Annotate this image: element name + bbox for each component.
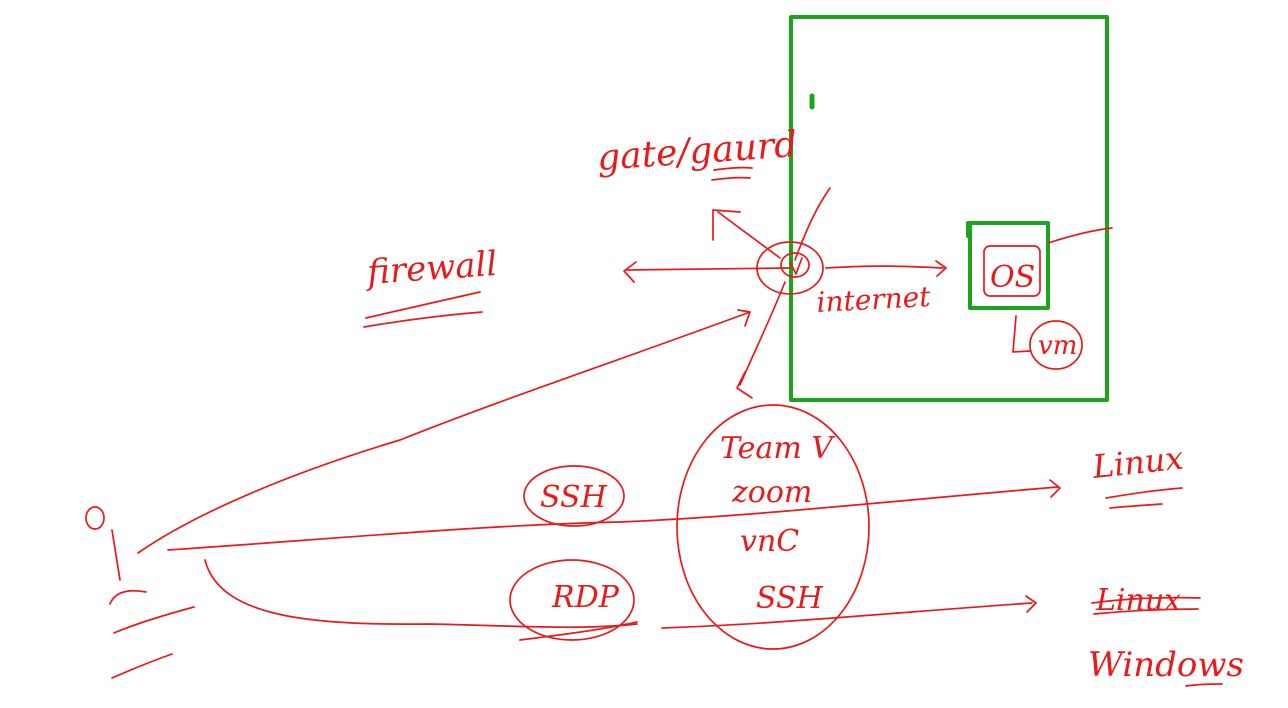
windows-strike [1091,596,1201,604]
linux-label: Linux [1090,439,1185,486]
tool-item: SSH [756,581,824,616]
gateway-inner [780,252,810,278]
ssh-label: SSH [540,480,608,515]
os-pointer [1047,227,1113,244]
windows-label: Windows [1088,645,1244,685]
linux-underline [1105,487,1183,499]
person-arm [109,589,147,605]
os-frame [968,221,1050,310]
os-label-box [983,245,1041,297]
firewall-underline [365,291,481,319]
os-label: OS [990,260,1035,295]
tool-item: zoom [731,475,812,510]
person-floor [111,653,173,679]
firewall-underline-2 [363,311,483,328]
gateway-arrow-left [625,267,791,271]
internet-label: internet [816,280,932,319]
linux-underline-2 [1109,503,1163,509]
gateway-arrow-right [825,265,944,269]
rdp-label: RDP [551,580,620,615]
person-desk [113,606,195,634]
person-head [85,506,105,530]
arrowhead-rdp [1025,595,1037,613]
gateway-arrow-down [739,281,786,386]
arrowhead-down [736,371,753,399]
ssh-bubble [523,465,625,527]
server-frame [789,15,1109,402]
tool-item: vnC [740,524,799,559]
gate-guard-label: gate/gaurd [596,124,799,179]
vm-circle [1029,320,1083,370]
gate-guard-underline [713,166,753,171]
windows-strike-2 [1093,608,1199,615]
gateway-mark [789,257,803,275]
tool-item: Team V [720,431,836,466]
vm-label: vm [1038,331,1077,361]
person-to-internet-line [137,311,751,554]
rdp-arrow [661,602,1033,629]
firewall-label: firewall [363,244,499,293]
gate-guard-underline-2 [711,176,751,181]
arrowhead-internet [737,309,751,327]
vm-bracket [1012,315,1031,353]
arrowhead-left [623,261,637,283]
ssh-arrow [167,486,1059,551]
arrowhead-right [935,260,947,277]
rdp-underline [519,621,638,641]
tools-bubble [676,404,870,650]
windows-underline [1185,683,1223,687]
rdp-bubble [509,559,635,641]
arrowhead-ssh [1049,479,1061,498]
rdp-curve [204,559,638,629]
arrowhead-up-left [712,209,741,241]
person-body [111,529,121,581]
gateway-arrow-up-left [717,211,781,259]
gateway-line-up [794,187,831,261]
